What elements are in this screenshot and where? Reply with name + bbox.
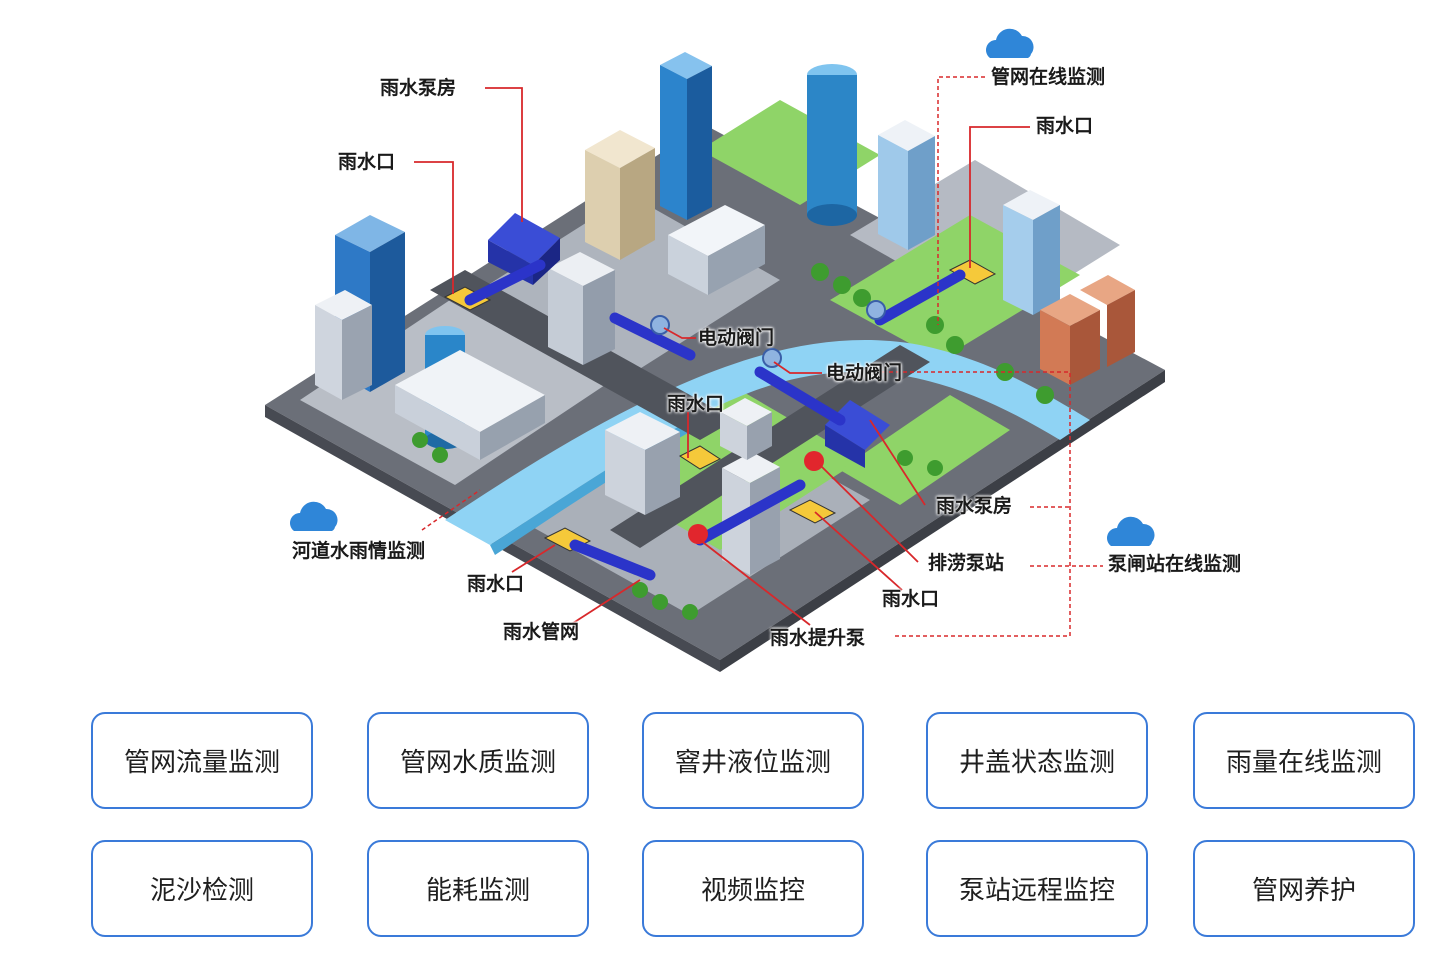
- building-grey-front: [720, 398, 772, 460]
- label-electric-valve: 电动阀门: [826, 362, 903, 384]
- building-beige-tower: [585, 130, 655, 260]
- label-drainage-pump-station: 排涝泵站: [928, 552, 1005, 574]
- building-low-left: [395, 350, 545, 460]
- dashed-leader-lines: [421, 76, 1103, 637]
- leader-lines: [414, 87, 1030, 626]
- building-cylinder-back: [807, 64, 857, 226]
- building-blue-tower-right: [1003, 190, 1060, 315]
- lift-pump-markers: [688, 451, 824, 544]
- label-rain-lift-pump: 雨水提升泵: [770, 627, 866, 649]
- rain-pipes: [464, 259, 966, 581]
- feature-button-sediment-detection[interactable]: 泥沙检测: [91, 840, 313, 937]
- label-electric-valve: 电动阀门: [698, 327, 775, 349]
- cloud-icon: [1107, 516, 1155, 546]
- label-pump-house: 雨水泵房: [380, 77, 457, 99]
- city-ground-side-right: [720, 370, 1165, 672]
- label-inlet: 雨水口: [1036, 115, 1094, 137]
- label-inlet: 雨水口: [667, 393, 725, 415]
- label-inlet: 雨水口: [467, 573, 525, 595]
- label-inlet: 雨水口: [338, 151, 396, 173]
- smart-drainage-city-diagram: [265, 28, 1165, 672]
- cloud-icon: [986, 28, 1034, 58]
- feature-button-video-surveillance[interactable]: 视频监控: [642, 840, 864, 937]
- trees: [412, 263, 1054, 620]
- label-river-rain-monitoring: 河道水雨情监测: [292, 540, 426, 562]
- building-white-front-left: [605, 412, 680, 515]
- building-grey-block: [548, 252, 615, 365]
- cloud-icon: [289, 501, 338, 531]
- feature-button-energy-monitoring[interactable]: 能耗监测: [367, 840, 589, 937]
- pump-house-right: [825, 400, 890, 468]
- feature-button-pipe-flow-monitoring[interactable]: 管网流量监测: [91, 712, 313, 809]
- building-brick-right: [1040, 275, 1135, 385]
- park-front-right: [840, 395, 1010, 505]
- label-inlet: 雨水口: [882, 588, 940, 610]
- electric-valves: [650, 300, 886, 368]
- feature-button-pipe-water-quality[interactable]: 管网水质监测: [367, 712, 589, 809]
- label-pump-house: 雨水泵房: [936, 495, 1013, 517]
- building-blue-tower-back: [660, 52, 712, 220]
- feature-button-pipe-maintenance[interactable]: 管网养护: [1193, 840, 1415, 937]
- feature-button-rainfall-monitoring[interactable]: 雨量在线监测: [1193, 712, 1415, 809]
- building-white-mid: [668, 205, 765, 295]
- label-rain-pipe-network: 雨水管网: [503, 621, 580, 643]
- label-pump-gate-station-monitoring: 泵闸站在线监测: [1108, 553, 1242, 575]
- building-white-tall-right: [878, 120, 935, 250]
- label-network-online-monitoring: 管网在线监测: [991, 66, 1106, 88]
- feature-button-manhole-level[interactable]: 窨井液位监测: [642, 712, 864, 809]
- feature-button-manhole-cover-status[interactable]: 井盖状态监测: [926, 712, 1148, 809]
- building-white-left: [315, 290, 372, 400]
- feature-button-pump-station-remote-control[interactable]: 泵站远程监控: [926, 840, 1148, 937]
